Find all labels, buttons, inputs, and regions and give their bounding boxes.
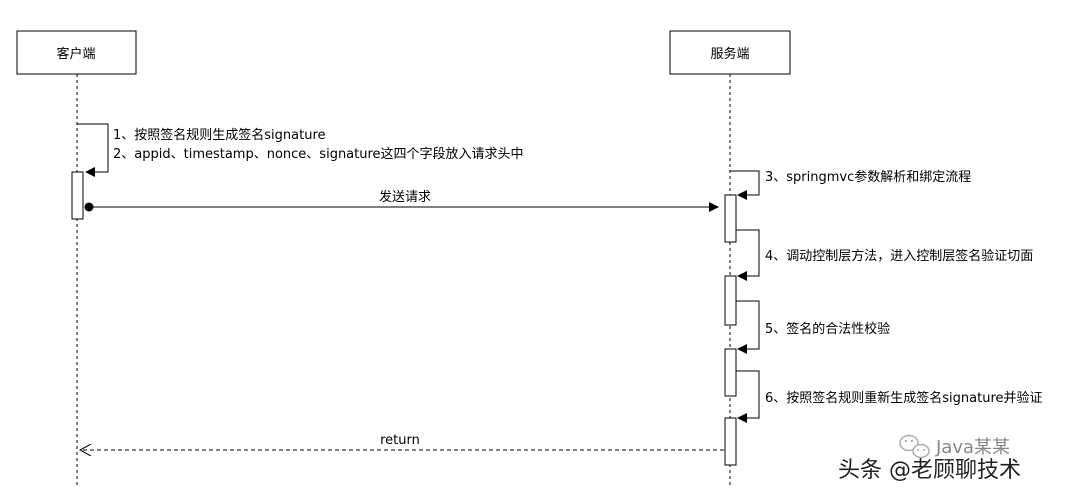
- server-activation-bar-2: [724, 275, 737, 326]
- client-actor-box: 客户端: [16, 30, 137, 75]
- watermark-channel-text: Java某某: [935, 437, 1010, 458]
- send-request-label: 发送请求: [379, 189, 431, 205]
- client-actor-label: 客户端: [56, 46, 95, 62]
- step4-label: 4、调动控制层方法，进入控制层签名验证切面: [765, 248, 1033, 264]
- step3-self-call-arrow: [730, 170, 760, 200]
- step5-self-call-arrow: [736, 300, 760, 354]
- watermark: Java某某 头条 @老顾聊技术: [838, 434, 1021, 483]
- step5-label: 5、签名的合法性校验: [765, 321, 890, 337]
- server-activation-bar-4: [724, 417, 737, 466]
- wechat-icon: [899, 434, 930, 459]
- watermark-credit-text: 头条 @老顾聊技术: [838, 458, 1021, 483]
- client-self-call-arrow: [77, 123, 109, 177]
- server-activation-bar-1: [724, 194, 737, 243]
- client-activation-bar: [71, 171, 84, 220]
- step6-label: 6、按照签名规则重新生成签名signature并验证: [765, 390, 1043, 406]
- step3-label: 3、springmvc参数解析和绑定流程: [765, 169, 971, 185]
- server-actor-label: 服务端: [710, 46, 749, 62]
- step2-label: 2、appid、timestamp、nonce、signature这四个字段放入…: [113, 146, 524, 162]
- step6-self-call-arrow: [736, 370, 760, 423]
- server-activation-bar-3: [724, 348, 737, 397]
- step4-self-call-arrow: [736, 229, 760, 281]
- server-actor-box: 服务端: [669, 30, 791, 75]
- step1-label: 1、按照签名规则生成签名signature: [113, 127, 326, 143]
- return-label: return: [380, 433, 420, 448]
